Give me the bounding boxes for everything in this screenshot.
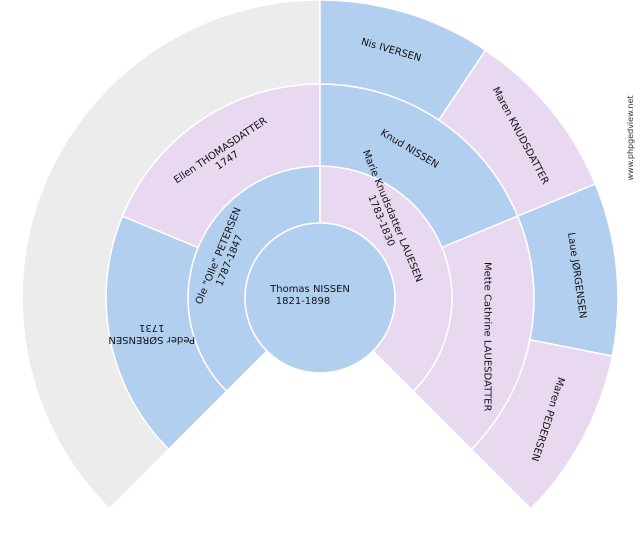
segment-root-person[interactable]: [244, 222, 396, 374]
person-dates: 1821-1898: [276, 296, 331, 307]
segment-great-grandfather-2[interactable]: [516, 182, 619, 358]
fan-chart-segments: [21, 0, 619, 510]
segment-empty-paternal-ancestors: [21, 0, 321, 510]
person-name: Thomas NISSEN: [269, 284, 350, 295]
person-name: Mette Cathrine LAUESDATTER: [482, 262, 493, 411]
watermark: www.phpgedview.net: [626, 95, 635, 180]
segment-great-grandmother-2[interactable]: [470, 338, 614, 510]
person-name: Peder SØRENSEN: [108, 334, 195, 346]
maternal-grandmother-label[interactable]: Mette Cathrine LAUESDATTER: [482, 262, 493, 411]
person-dates: 1731: [139, 322, 164, 333]
